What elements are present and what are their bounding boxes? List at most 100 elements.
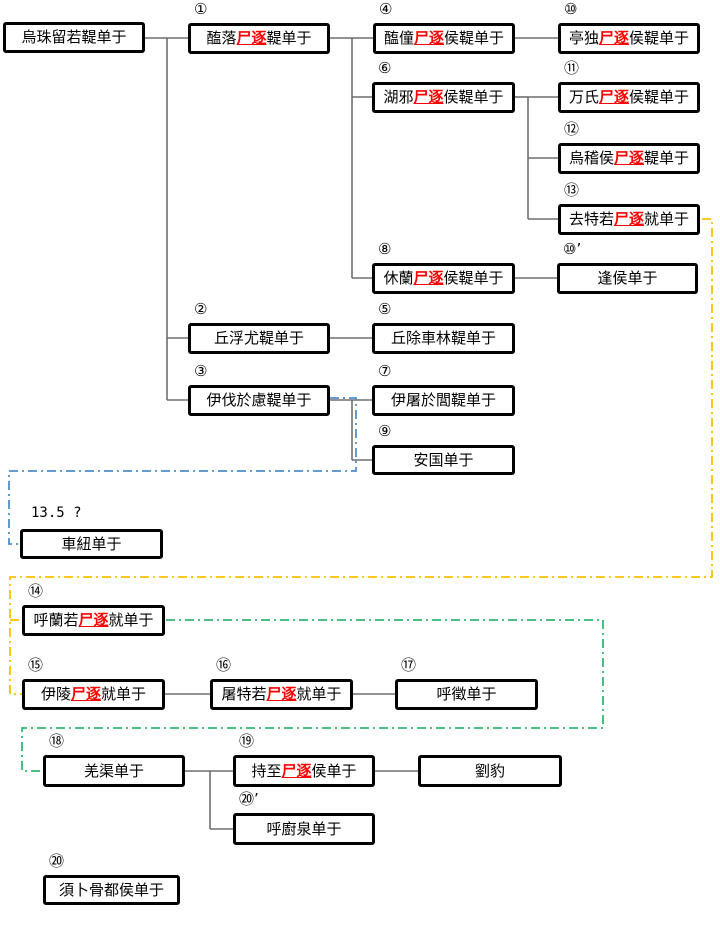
node-number-n14: ⑭ — [28, 582, 44, 600]
node-n2: 丘浮尤鞮单于 — [188, 323, 330, 354]
node-label: 逢侯单于 — [597, 269, 658, 287]
node-label: 鞮单于 — [644, 149, 690, 167]
node-number-n6: ⑥ — [378, 59, 392, 77]
node-n18: 羌渠单于 — [43, 755, 185, 787]
node-number-n12: ⑫ — [564, 120, 580, 138]
node-n16: 屠特若尸逐就单于 — [210, 679, 353, 710]
node-label: 亭独 — [568, 29, 599, 47]
title-fragment-red: 尸逐 — [266, 685, 297, 703]
node-number-n1: ① — [194, 0, 208, 18]
node-label: 安国单于 — [413, 450, 474, 469]
node-number-n2: ② — [194, 300, 208, 318]
node-n20p: 呼廚泉单于 — [233, 813, 375, 845]
node-number-n11: ⑪ — [564, 59, 580, 77]
node-label: 劉豹 — [474, 761, 505, 780]
node-label: 丘浮尤鞮单于 — [213, 329, 304, 347]
node-number-n20: ⑳ — [49, 852, 65, 870]
node-number-n4: ④ — [379, 0, 393, 18]
node-n17: 呼徵单于 — [395, 679, 538, 710]
node-wuzhuliu: 烏珠留若鞮单于 — [3, 22, 145, 53]
node-label: 呼徵单于 — [436, 685, 497, 703]
node-cheniu: 車紐单于 — [20, 529, 163, 559]
node-label: 呼廚泉单于 — [266, 819, 342, 838]
title-fragment-red: 尸逐 — [598, 88, 629, 106]
node-label: 万氏 — [568, 88, 599, 106]
node-label: 車紐单于 — [61, 534, 122, 553]
node-label: 侯鞮单于 — [444, 29, 505, 47]
node-label: 鞮单于 — [266, 29, 312, 47]
node-label: 烏珠留若鞮单于 — [21, 28, 127, 46]
uncertain-link-blue — [8, 397, 357, 545]
node-label: 就单于 — [101, 685, 147, 703]
node-n9: 安国单于 — [372, 445, 515, 475]
node-label: 侯单于 — [311, 761, 357, 780]
node-label: 醢落 — [206, 29, 237, 47]
node-label: 就单于 — [296, 685, 342, 703]
node-number-n5: ⑤ — [378, 300, 392, 318]
node-n12: 烏稽侯尸逐鞮单于 — [558, 143, 700, 174]
node-label: 去特若 — [568, 210, 614, 228]
node-n5: 丘除車林鞮单于 — [372, 323, 515, 354]
title-fragment-red: 尸逐 — [613, 149, 644, 167]
node-liubao: 劉豹 — [418, 755, 562, 787]
node-n7: 伊屠於閭鞮单于 — [372, 385, 515, 416]
node-n10p: 逢侯单于 — [557, 263, 698, 294]
node-n14: 呼蘭若尸逐就单于 — [22, 605, 165, 636]
node-annotation-cheniu: 13.5 ? — [31, 505, 82, 521]
node-number-n19: ⑲ — [239, 732, 255, 750]
node-n8: 休蘭尸逐侯鞮单于 — [372, 263, 515, 294]
node-label: 伊伐於慮鞮单于 — [206, 391, 312, 409]
title-fragment-red: 尸逐 — [281, 761, 312, 780]
node-number-n7: ⑦ — [378, 362, 392, 380]
node-n1: 醢落尸逐鞮单于 — [188, 23, 330, 54]
node-label: 伊陵 — [40, 685, 71, 703]
node-n10: 亭独尸逐侯鞮单于 — [558, 23, 700, 54]
uncertain-link-green — [21, 619, 604, 772]
uncertain-link-yellow — [9, 218, 713, 695]
node-number-n17: ⑰ — [401, 656, 417, 674]
title-fragment-red: 尸逐 — [413, 88, 444, 106]
node-label: 湖邪 — [383, 88, 414, 106]
node-n4: 醢僮尸逐侯鞮单于 — [373, 23, 515, 54]
node-n6: 湖邪尸逐侯鞮单于 — [372, 82, 515, 113]
node-number-n10: ⑩ — [564, 0, 578, 18]
node-label: 侯鞮单于 — [443, 88, 504, 106]
node-label: 休蘭 — [383, 269, 414, 287]
node-n15: 伊陵尸逐就单于 — [22, 679, 165, 710]
node-n19: 持至尸逐侯单于 — [233, 755, 375, 787]
title-fragment-red: 尸逐 — [613, 210, 644, 228]
node-label: 羌渠单于 — [83, 761, 144, 780]
node-number-n15: ⑮ — [28, 656, 44, 674]
node-label: 侯鞮单于 — [629, 88, 690, 106]
title-fragment-red: 尸逐 — [236, 29, 267, 47]
node-label: 須卜骨都侯单于 — [58, 880, 164, 899]
node-n20: 須卜骨都侯单于 — [43, 875, 180, 905]
node-number-n8: ⑧ — [378, 240, 392, 258]
title-fragment-red: 尸逐 — [70, 685, 101, 703]
node-label: 持至 — [251, 761, 282, 780]
node-label: 丘除車林鞮单于 — [390, 329, 496, 347]
node-label: 呼蘭若 — [33, 611, 79, 629]
node-n11: 万氏尸逐侯鞮单于 — [558, 82, 700, 113]
node-number-n9: ⑨ — [378, 422, 392, 440]
node-label: 伊屠於閭鞮单于 — [390, 391, 496, 409]
title-fragment-red: 尸逐 — [78, 611, 109, 629]
node-label: 醢僮 — [383, 29, 414, 47]
title-fragment-red: 尸逐 — [413, 269, 444, 287]
node-label: 侯鞮单于 — [629, 29, 690, 47]
node-label: 屠特若 — [221, 685, 267, 703]
node-number-n18: ⑱ — [49, 732, 65, 750]
node-number-n20p: ⑳’ — [239, 790, 259, 808]
node-number-n10p: ⑩’ — [563, 240, 582, 258]
node-number-n16: ⑯ — [216, 656, 232, 674]
title-fragment-red: 尸逐 — [413, 29, 444, 47]
node-n13: 去特若尸逐就单于 — [558, 204, 700, 235]
node-label: 烏稽侯 — [568, 149, 614, 167]
node-label: 就单于 — [644, 210, 690, 228]
node-label: 侯鞮单于 — [443, 269, 504, 287]
node-number-n13: ⑬ — [564, 181, 580, 199]
node-label: 就单于 — [108, 611, 154, 629]
title-fragment-red: 尸逐 — [598, 29, 629, 47]
